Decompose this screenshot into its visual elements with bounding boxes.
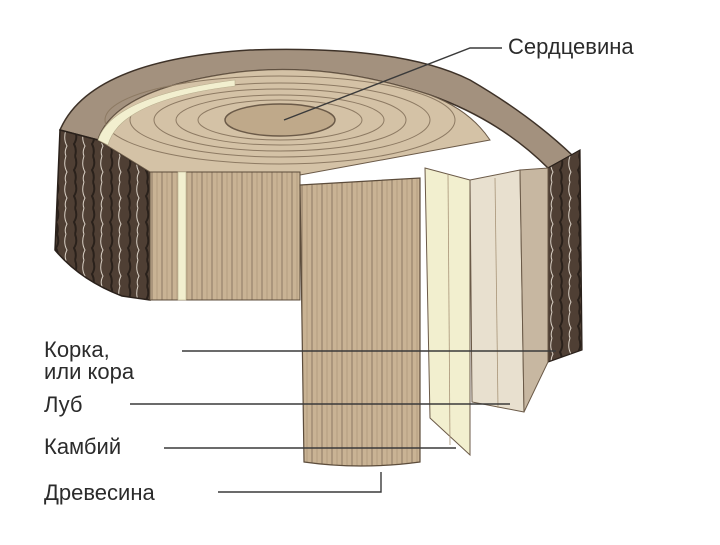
label-bark-line1: Корка, (44, 339, 110, 361)
cambium-strip (425, 168, 470, 455)
label-wood: Древесина (44, 482, 155, 504)
wood-column (300, 178, 420, 466)
label-cambium: Камбий (44, 436, 121, 458)
label-bark-line2: или кора (44, 361, 134, 383)
wood-wedge-front (150, 172, 300, 300)
label-phloem: Луб (44, 394, 83, 416)
label-pith: Сердцевина (508, 36, 634, 58)
pith-core (225, 104, 335, 136)
phloem-strip (470, 170, 524, 412)
bark-right-strip (548, 150, 582, 362)
